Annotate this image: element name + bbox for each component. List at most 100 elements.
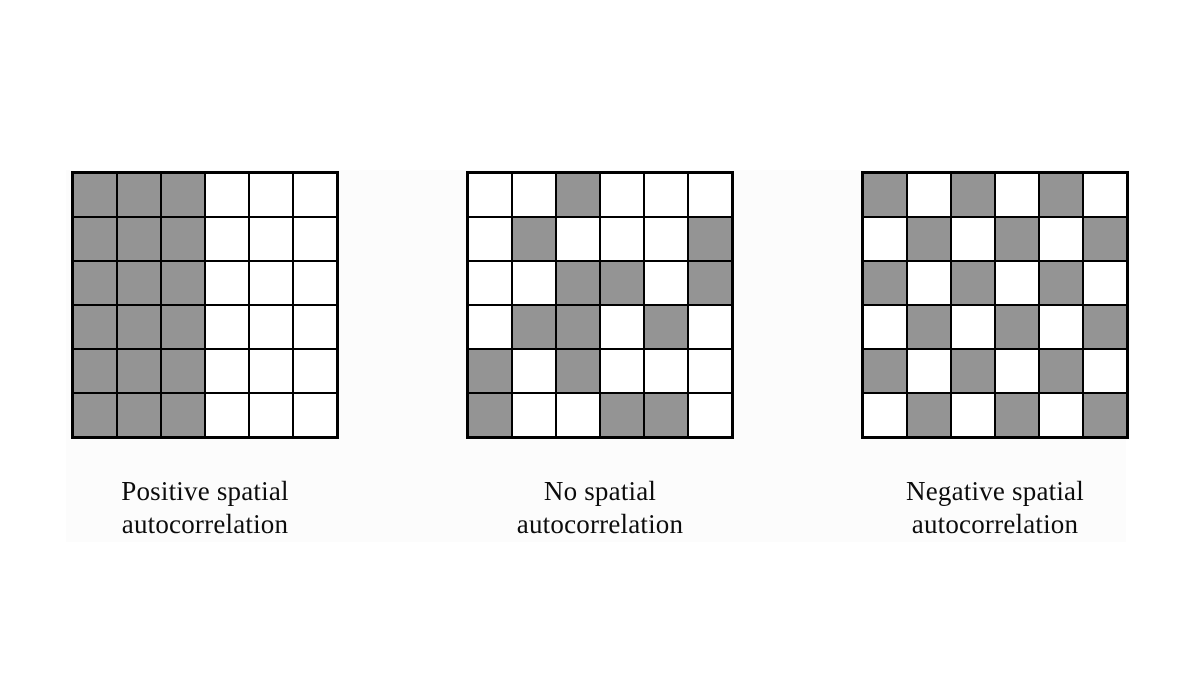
grid-cell-empty — [293, 217, 337, 261]
grid — [861, 171, 1129, 439]
grid-cell-empty — [600, 173, 644, 217]
caption-line: No spatial — [543, 476, 657, 506]
caption-line: Negative spatial — [906, 476, 1084, 506]
grid-cell-empty — [951, 393, 995, 437]
grid-cell-filled — [600, 261, 644, 305]
caption-negative: Negative spatial autocorrelation — [906, 475, 1084, 541]
grid-cell-filled — [995, 217, 1039, 261]
grid-cell-filled — [117, 173, 161, 217]
grid-cell-filled — [161, 393, 205, 437]
grid-cell-empty — [1039, 217, 1083, 261]
grid-cell-empty — [951, 305, 995, 349]
grid-cell-empty — [205, 305, 249, 349]
grid-cell-empty — [556, 217, 600, 261]
grid-cell-empty — [249, 305, 293, 349]
grid-cell-empty — [293, 393, 337, 437]
grid-cell-filled — [117, 349, 161, 393]
grid-cell-filled — [73, 261, 117, 305]
grid-cell-filled — [995, 305, 1039, 349]
grid-cell-filled — [512, 217, 556, 261]
caption-line: autocorrelation — [911, 509, 1079, 539]
grid-cell-empty — [863, 393, 907, 437]
grid-cell-empty — [600, 217, 644, 261]
grid-cell-empty — [293, 173, 337, 217]
grid-cell-filled — [688, 261, 732, 305]
grid-cell-filled — [600, 393, 644, 437]
panel-no-autocorrelation: No spatial autocorrelation — [466, 171, 734, 541]
grid-cell-empty — [468, 305, 512, 349]
grid-cell-filled — [117, 393, 161, 437]
grid-cell-filled — [556, 305, 600, 349]
grid-cell-filled — [556, 173, 600, 217]
grid-cell-filled — [468, 393, 512, 437]
grid-cell-filled — [468, 349, 512, 393]
grid-cell-filled — [1083, 305, 1127, 349]
grid-cell-filled — [644, 305, 688, 349]
grid-cell-filled — [161, 217, 205, 261]
grid-cell-empty — [468, 173, 512, 217]
grid-cell-empty — [293, 305, 337, 349]
panel-positive-autocorrelation: Positive spatial autocorrelation — [71, 171, 339, 541]
grid-cell-empty — [205, 217, 249, 261]
caption-line: autocorrelation — [516, 509, 684, 539]
grid-cell-empty — [1039, 305, 1083, 349]
grid-cell-empty — [644, 217, 688, 261]
grid-cell-filled — [161, 261, 205, 305]
grid-cell-empty — [293, 261, 337, 305]
grid-cell-filled — [117, 261, 161, 305]
grid-cell-empty — [951, 217, 995, 261]
caption-positive: Positive spatial autocorrelation — [121, 475, 288, 541]
caption-line: autocorrelation — [121, 509, 289, 539]
grid-cell-empty — [468, 217, 512, 261]
caption-none: No spatial autocorrelation — [517, 475, 683, 541]
grid-cell-filled — [688, 217, 732, 261]
grid-cell-filled — [1083, 393, 1127, 437]
grid-cell-filled — [73, 173, 117, 217]
grid-cell-empty — [512, 261, 556, 305]
grid-cell-empty — [293, 349, 337, 393]
grid-cell-empty — [907, 173, 951, 217]
grid-cell-empty — [249, 173, 293, 217]
grid-cell-filled — [951, 349, 995, 393]
grid-cell-empty — [205, 393, 249, 437]
grid-cell-empty — [1083, 173, 1127, 217]
grid-cell-empty — [644, 261, 688, 305]
grid-cell-empty — [249, 349, 293, 393]
panel-negative-autocorrelation: Negative spatial autocorrelation — [861, 171, 1129, 541]
grid-cell-filled — [73, 217, 117, 261]
panels-row: Positive spatial autocorrelation No spat… — [0, 171, 1200, 541]
grid-cell-filled — [161, 305, 205, 349]
grid-cell-filled — [995, 393, 1039, 437]
grid — [71, 171, 339, 439]
grid-cell-empty — [205, 349, 249, 393]
grid-cell-filled — [951, 261, 995, 305]
grid-cell-empty — [863, 305, 907, 349]
grid-cell-empty — [644, 173, 688, 217]
grid-cell-empty — [995, 173, 1039, 217]
grid-cell-empty — [995, 261, 1039, 305]
grid-cell-filled — [907, 217, 951, 261]
grid-cell-empty — [600, 305, 644, 349]
grid-cell-empty — [512, 349, 556, 393]
grid-cell-empty — [512, 393, 556, 437]
grid-cell-filled — [863, 173, 907, 217]
grid-cell-filled — [1039, 173, 1083, 217]
grid-cell-filled — [73, 393, 117, 437]
grid-cell-empty — [688, 173, 732, 217]
grid-cell-filled — [863, 349, 907, 393]
grid-cell-empty — [907, 261, 951, 305]
grid-cell-empty — [205, 173, 249, 217]
grid-cell-filled — [644, 393, 688, 437]
grid-cell-filled — [117, 305, 161, 349]
grid-cell-empty — [249, 217, 293, 261]
grid-cell-filled — [161, 173, 205, 217]
grid-cell-filled — [863, 261, 907, 305]
grid-cell-filled — [117, 217, 161, 261]
grid-cell-filled — [907, 393, 951, 437]
grid-cell-filled — [556, 349, 600, 393]
grid-cell-filled — [556, 261, 600, 305]
grid-cell-empty — [688, 393, 732, 437]
grid-cell-filled — [1083, 217, 1127, 261]
grid-cell-empty — [600, 349, 644, 393]
